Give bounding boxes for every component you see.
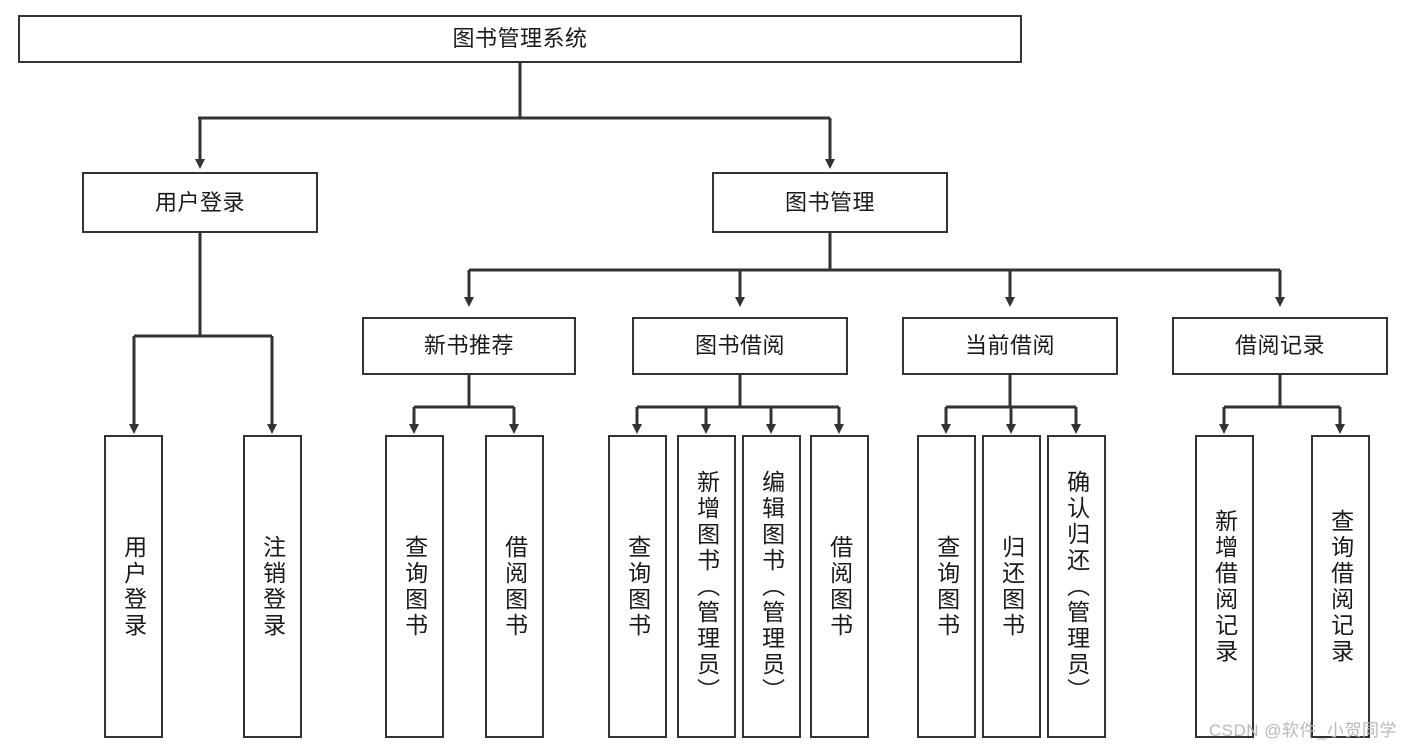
node-label: 图书借阅 [694,333,785,359]
node-label: 新增图书（管理员） [693,469,720,704]
node-label: 图书管理系统 [452,26,588,52]
node-label: 用户登录 [154,189,245,215]
node-leaf-borrow-book-recommend[interactable]: 借阅图书 [485,435,544,738]
node-leaf-add-book-admin[interactable]: 新增图书（管理员） [677,435,736,738]
csdn-watermark: CSDN @软件_小贺同学 [1208,721,1397,740]
node-label: 查询图书 [401,534,428,639]
node-label: 借阅图书 [826,534,853,639]
node-borrow-record[interactable]: 借阅记录 [1172,317,1388,375]
node-book-management[interactable]: 图书管理 [712,172,948,233]
node-label: 查询图书 [933,534,960,639]
node-leaf-logout[interactable]: 注销登录 [243,435,302,738]
node-leaf-query-book-borrow[interactable]: 查询图书 [608,435,667,738]
node-user-login[interactable]: 用户登录 [82,172,318,233]
node-leaf-query-borrow-record[interactable]: 查询借阅记录 [1311,435,1370,738]
node-leaf-user-login[interactable]: 用户登录 [104,435,163,738]
node-leaf-confirm-return-admin[interactable]: 确认归还（管理员） [1047,435,1106,738]
node-label: 查询图书 [624,534,651,639]
node-leaf-borrow-book[interactable]: 借阅图书 [810,435,869,738]
node-leaf-query-book-recommend[interactable]: 查询图书 [385,435,444,738]
node-label: 新书推荐 [423,333,514,359]
node-leaf-edit-book-admin[interactable]: 编辑图书（管理员） [742,435,801,738]
node-label: 当前借阅 [964,333,1055,359]
node-label: 新增借阅记录 [1211,508,1238,665]
node-label: 编辑图书（管理员） [758,469,785,704]
node-root-book-management-system[interactable]: 图书管理系统 [18,15,1022,63]
node-label: 归还图书 [998,534,1025,639]
node-label: 用户登录 [120,534,147,639]
node-label: 查询借阅记录 [1327,508,1354,665]
node-leaf-query-book-current[interactable]: 查询图书 [917,435,976,738]
node-label: 确认归还（管理员） [1063,469,1090,704]
node-label: 借阅记录 [1234,333,1325,359]
node-book-borrow[interactable]: 图书借阅 [632,317,848,375]
node-label: 注销登录 [259,534,286,639]
node-label: 借阅图书 [501,534,528,639]
node-leaf-add-borrow-record[interactable]: 新增借阅记录 [1195,435,1254,738]
node-current-borrow[interactable]: 当前借阅 [902,317,1118,375]
node-new-book-recommend[interactable]: 新书推荐 [362,317,576,375]
node-label: 图书管理 [784,189,875,215]
node-leaf-return-book[interactable]: 归还图书 [982,435,1041,738]
